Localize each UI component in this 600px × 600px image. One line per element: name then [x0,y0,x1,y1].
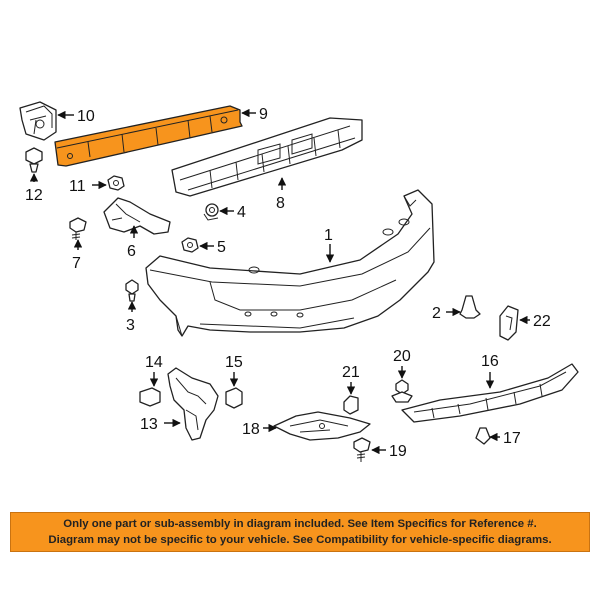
part-13-retainer [167,367,219,441]
part-5-nut [181,237,199,253]
svg-text:4: 4 [237,204,246,221]
svg-text:16: 16 [481,353,499,370]
svg-text:7: 7 [72,255,81,272]
callout-6: 6 [127,225,139,260]
part-10-bracket [19,101,57,141]
svg-text:21: 21 [342,364,360,381]
callout-20: 20 [393,348,411,379]
callout-1: 1 [324,227,335,263]
part-19-bolt [353,437,371,462]
part-2-retainer [459,295,481,319]
part-11-nut [107,175,125,191]
part-14-clip [139,387,161,407]
svg-text:19: 19 [389,443,407,460]
callout-8: 8 [276,177,287,212]
svg-text:12: 12 [25,187,43,204]
svg-text:1: 1 [324,227,333,244]
notice-line-1: Only one part or sub-assembly in diagram… [63,518,537,530]
callout-4: 4 [219,204,246,221]
callout-15: 15 [225,354,243,387]
callout-21: 21 [342,364,360,395]
callout-2: 2 [432,305,461,322]
callout-9: 9 [241,106,268,123]
part-15-clip [225,387,243,409]
svg-text:5: 5 [217,239,226,256]
part-4-clip [203,203,219,221]
svg-text:9: 9 [259,106,268,123]
part-1-bumper-cover [145,189,435,337]
part-22-bracket [499,305,519,341]
callout-3: 3 [126,301,137,334]
svg-text:18: 18 [242,421,260,438]
callout-16: 16 [481,353,499,389]
notice-line-2: Diagram may not be specific to your vehi… [48,534,552,546]
svg-text:11: 11 [69,178,86,195]
svg-text:8: 8 [276,195,285,212]
part-16-molding [401,363,579,423]
part-9-reinforcement [54,105,243,167]
parts-diagram: 1 2 3 4 5 6 7 8 9 10 11 12 [19,101,579,462]
part-3-clip [125,279,139,302]
callout-14: 14 [145,354,163,387]
svg-text:20: 20 [393,348,411,365]
part-18-lower-bracket [273,411,371,441]
notice-banner: Only one part or sub-assembly in diagram… [10,512,590,552]
callout-7: 7 [72,239,83,272]
svg-text:15: 15 [225,354,243,371]
callout-22: 22 [519,313,551,330]
part-12-clip [25,147,43,173]
svg-text:6: 6 [127,243,136,260]
callout-13: 13 [140,416,181,433]
callout-11: 11 [69,178,107,195]
svg-text:2: 2 [432,305,441,322]
callout-17: 17 [489,430,521,447]
callout-19: 19 [371,443,407,460]
svg-text:10: 10 [77,108,95,125]
callout-5: 5 [199,239,226,256]
svg-text:3: 3 [126,317,135,334]
callout-12: 12 [25,173,43,204]
callout-10: 10 [57,108,95,125]
part-7-screw [69,217,87,240]
part-8-absorber [171,117,363,197]
svg-text:17: 17 [503,430,521,447]
part-20-nut [391,379,413,403]
part-21-clip [343,395,359,415]
callout-18: 18 [242,421,277,438]
svg-text:13: 13 [140,416,158,433]
svg-text:22: 22 [533,313,551,330]
part-6-side-bracket [103,197,171,235]
svg-text:14: 14 [145,354,163,371]
part-17-clip [475,427,491,445]
